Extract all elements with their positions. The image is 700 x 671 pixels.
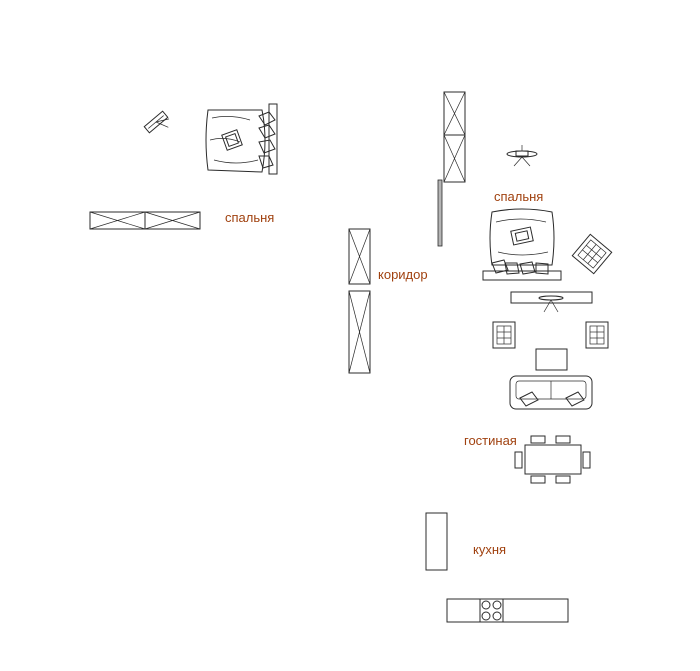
label-living-room: гостиная (464, 433, 517, 448)
label-kitchen: кухня (473, 542, 506, 557)
label-bedroom-left: спальня (225, 210, 274, 225)
desk-lamp-left (143, 110, 170, 134)
cooktop (479, 598, 504, 623)
armchair-bedroom (571, 233, 613, 275)
partition-wall (437, 179, 443, 247)
kitchen-counter-bottom (446, 598, 569, 623)
label-corridor: коридор (378, 267, 428, 282)
armchair-right (585, 321, 609, 349)
corridor-wardrobes (348, 228, 371, 374)
wardrobe-left (89, 211, 201, 230)
right-bedroom-furniture (437, 91, 613, 281)
coffee-table (535, 348, 568, 371)
wardrobe-right (443, 91, 466, 183)
left-bedroom-furniture (89, 103, 278, 230)
dining-table (514, 435, 591, 484)
tv-stand (510, 291, 593, 313)
label-bedroom-right: спальня (494, 189, 543, 204)
kitchen-counter-left (425, 512, 448, 571)
living-room-furniture (492, 291, 609, 484)
bed-left (205, 103, 278, 175)
armchair-left (492, 321, 516, 349)
kitchen-furniture (425, 512, 569, 623)
bed-right (482, 208, 562, 281)
sofa (509, 375, 593, 410)
floor-lamp-right (506, 145, 538, 167)
